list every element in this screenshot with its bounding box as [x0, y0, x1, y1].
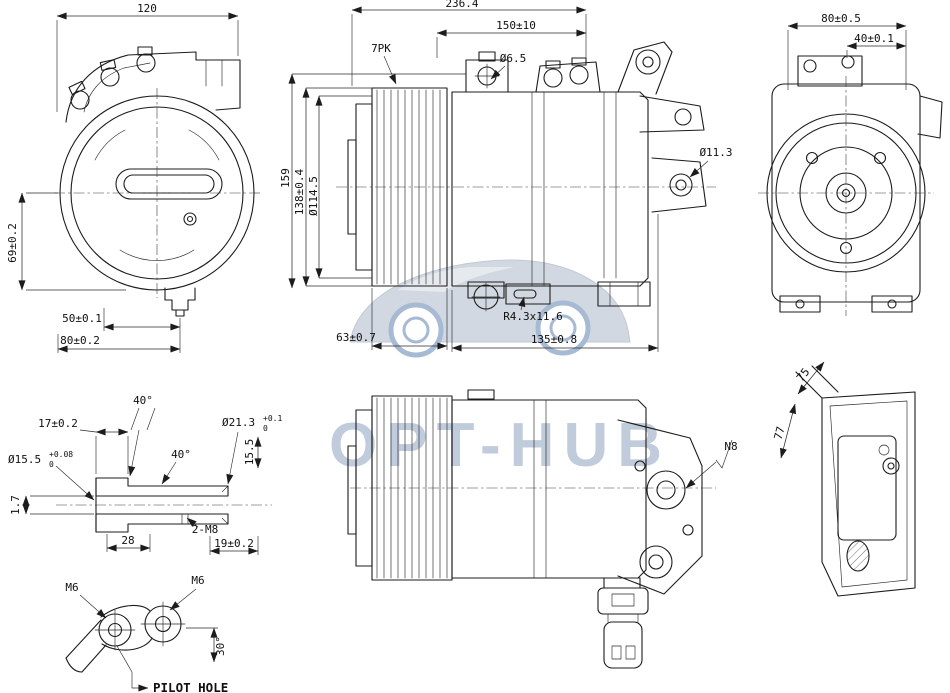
- rear-view: 80±0.5 40±0.1: [758, 12, 943, 316]
- detail-side-geometry: [347, 389, 703, 669]
- dim-depth-label: 15.5: [243, 439, 256, 466]
- pilot-hole-view: M6 M6 30° PILOT HOLE: [65, 574, 228, 693]
- bracket-geometry: [795, 365, 916, 597]
- section-view: 40° 17±0.2 Ø21.3 +0.1 0 15.5 Ø15.5 +0.08…: [8, 394, 282, 555]
- watermark-text: OPT-HUB: [329, 411, 671, 480]
- dim-front-80-label: 80±0.2: [60, 334, 100, 347]
- car-silhouette: [349, 259, 631, 358]
- thread-m6-right-label: M6: [191, 574, 204, 587]
- bore-small-tol-upper: +0.08: [49, 450, 73, 459]
- dim-slot-label: R4.3x11.6: [503, 310, 563, 323]
- dim-flange-label: 17±0.2: [38, 417, 78, 430]
- dim-rear-offset-label: 40±0.1: [854, 32, 894, 45]
- bracket-side-view: 75 77: [772, 361, 916, 597]
- angle-30-label: 30°: [214, 636, 227, 656]
- section-geometry: [95, 477, 229, 533]
- bore-small-label: Ø15.5: [8, 453, 41, 466]
- pilot-geometry: [65, 601, 186, 673]
- dim-19-label: 19±0.2: [214, 537, 254, 550]
- dim-overall-length-label: 236.4: [445, 0, 478, 10]
- dim-75-label: 75: [794, 366, 812, 384]
- dim-front-height-label: 69±0.2: [6, 223, 19, 263]
- pilot-hole-note: PILOT HOLE: [153, 680, 228, 693]
- bore-large-label: Ø21.3: [222, 416, 255, 429]
- side-view: 236.4 150±10 Ø6.5 7PK 159 138±0.4 Ø114.5…: [279, 0, 733, 352]
- dim-body-length-label: 150±10: [496, 19, 536, 32]
- detail-side-view: N8: [347, 389, 738, 669]
- surface-finish-icon: [715, 439, 733, 469]
- dim-mount-length-label: 135±0.8: [531, 333, 577, 346]
- surface-finish-label: N8: [724, 440, 737, 453]
- rear-view-geometry: [766, 55, 943, 313]
- dim-pulley-pitch-label: Ø114.5: [307, 176, 320, 216]
- dim-ear-hole-label: Ø11.3: [699, 146, 732, 159]
- dim-77-label: 77: [772, 425, 788, 441]
- dim-front-50-label: 50±0.1: [62, 312, 102, 325]
- belt-type-label: 7PK: [371, 42, 391, 55]
- dim-28-label: 28: [121, 534, 134, 547]
- thread-callout-label: 2-M8: [192, 523, 219, 536]
- bore-large-tol-lower: 0: [263, 424, 268, 433]
- dim-front-width-label: 120: [137, 2, 157, 15]
- dim-pulley-width-label: 63±0.7: [336, 331, 376, 344]
- car-wheel-icon: [388, 302, 444, 358]
- angle-chamfer-label: 40°: [171, 448, 191, 461]
- angle-top-label: 40°: [133, 394, 153, 407]
- car-wheel-icon: [535, 300, 591, 356]
- dim-pulley-od-label: 138±0.4: [293, 168, 306, 215]
- dim-hole-65-label: Ø6.5: [500, 52, 527, 65]
- dim-rear-width-label: 80±0.5: [821, 12, 861, 25]
- thread-m6-left-label: M6: [65, 581, 78, 594]
- bore-large-tol-upper: +0.1: [263, 414, 282, 423]
- watermark: OPT-HUB: [329, 259, 671, 480]
- bore-small-tol-lower: 0: [49, 460, 54, 469]
- dim-wall-label: 1.7: [9, 495, 22, 515]
- side-view-geometry: [347, 41, 707, 312]
- front-view: 120 69±0.2 50±0.1 80±0.2: [6, 2, 262, 353]
- dim-height-159-label: 159: [279, 168, 292, 188]
